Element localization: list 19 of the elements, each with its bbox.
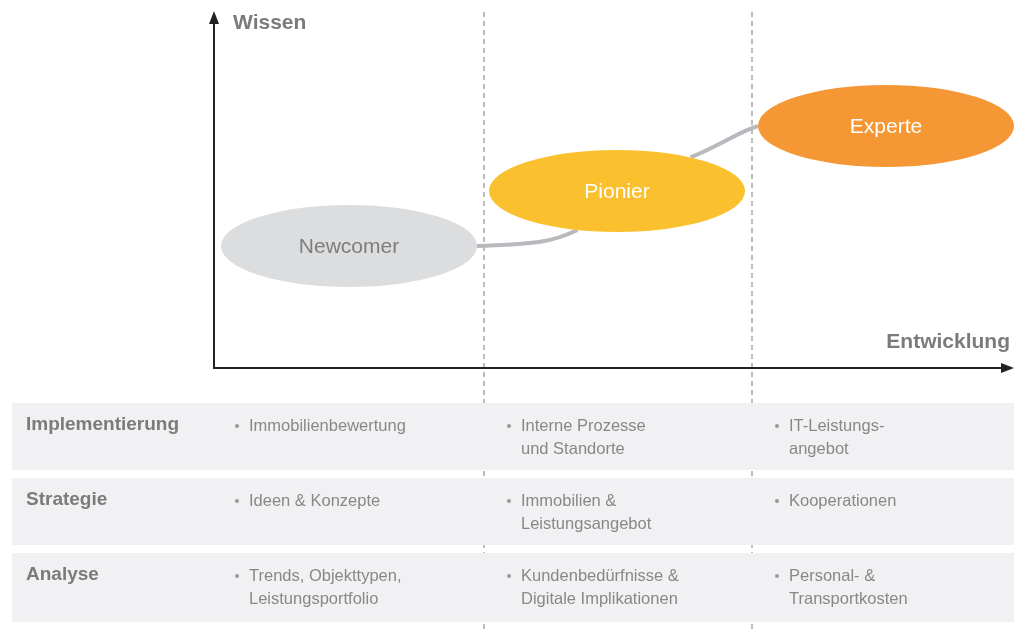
bullet-item: Kooperationen [773, 489, 989, 512]
stage-ellipse: Pionier [489, 150, 745, 232]
bullet-item: Interne Prozesse und Standorte [505, 414, 671, 460]
bullet-item: Immobilien & Leistungsangebot [505, 489, 671, 535]
bullet-item: IT-Leistungs- angebot [773, 414, 904, 460]
stage-ellipse: Newcomer [221, 205, 477, 287]
bullet-item: Ideen & Konzepte [233, 489, 449, 512]
bullet-item: Trends, Objekttypen, Leistungsportfolio [233, 564, 439, 610]
bullet-item: Personal- & Transportkosten [773, 564, 959, 610]
bullet-item: Immobilienbewertung [233, 414, 449, 437]
axis-label: Wissen [233, 10, 307, 34]
connector-line [476, 228, 579, 248]
bullet-item: Kundenbedürfnisse & Digitale Implikationen [505, 564, 706, 610]
row-heading: Analyse [26, 563, 99, 585]
row-heading: Implementierung [26, 413, 180, 435]
connector-line [689, 124, 759, 160]
stage-ellipse: Experte [758, 85, 1014, 167]
axis-label: Entwicklung [886, 329, 1010, 353]
row-heading: Strategie [26, 488, 108, 510]
